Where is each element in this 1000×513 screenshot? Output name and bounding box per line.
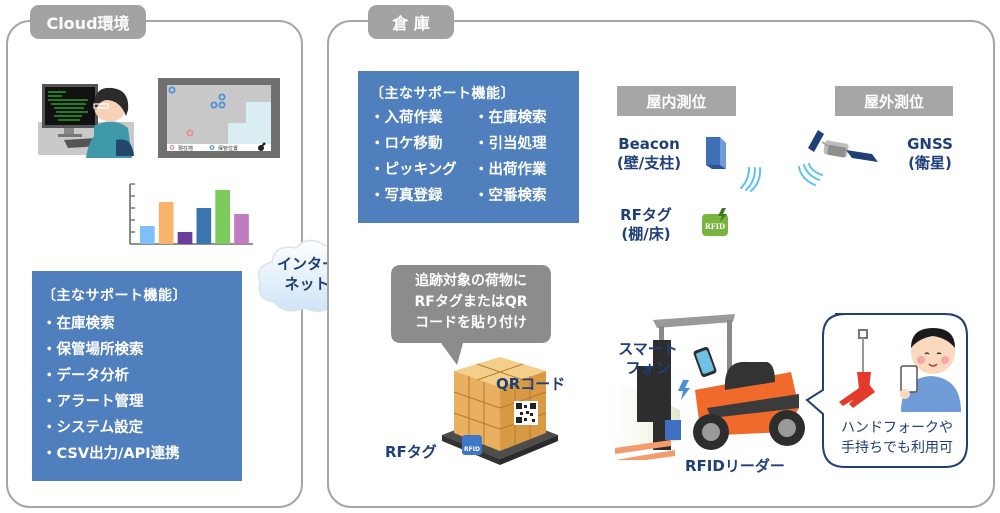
storage-marker <box>168 86 176 94</box>
storage-marker <box>218 93 226 101</box>
chart-bar-2 <box>158 202 174 244</box>
beacon-device-icon <box>704 135 728 171</box>
cloud-feature-item: ・データ分析 <box>42 368 129 384</box>
rfid-tag-badge: RFID <box>704 222 726 231</box>
chart-bar-1 <box>140 226 155 244</box>
outdoor-positioning-tag: 屋外測位 <box>835 86 953 116</box>
rfid-reader-icon <box>665 420 681 440</box>
monitor-screen <box>45 87 95 125</box>
internet-label-line1: インター <box>276 255 337 273</box>
bluetooth-link-icon <box>678 380 690 400</box>
satellite-icon <box>800 128 885 168</box>
cloud-feature-item: ・在庫検索 <box>42 316 115 332</box>
pallet-boxes-illustration: RFID <box>440 355 560 465</box>
warehouse-feature-item: ・出荷作業 <box>474 162 547 178</box>
rfid-tag-icon: RFID <box>700 206 732 238</box>
rftag-shelf-label: RFタグ (棚/床) <box>620 206 672 243</box>
chart-bar-3 <box>177 232 193 244</box>
pallet-rfid-badge: RFID <box>464 446 480 453</box>
outdoor-signal-waves-icon <box>797 163 827 191</box>
indoor-signal-waves-icon <box>735 160 765 192</box>
cloud-feature-item: ・システム設定 <box>42 420 144 436</box>
worker-with-phone-icon <box>900 328 961 412</box>
handheld-note-line1: ハンドフォークや <box>841 420 953 436</box>
chart-bar-5 <box>215 190 231 244</box>
pallet-rfid-tag-icon <box>462 435 482 455</box>
callout-line2: RFタグまたはQR <box>414 294 528 310</box>
location-map-screen: 現在地 保管位置 <box>158 78 280 158</box>
beacon-label: Beacon (壁/支柱) <box>616 135 682 172</box>
gnss-label: GNSS (衛星) <box>907 135 953 172</box>
cloud-feature-item: ・CSV出力/API連携 <box>42 446 180 462</box>
hand-pallet-truck-icon <box>839 329 875 408</box>
handheld-usage-bubble: ハンドフォークや 手持ちでも利用可 <box>805 312 970 470</box>
cloud-feature-item: ・アラート管理 <box>42 394 144 410</box>
smartphone-label: スマート フォン <box>618 340 678 377</box>
warehouse-panel-title: 倉 庫 <box>368 5 454 39</box>
internet-label-line2: ネット <box>284 275 330 293</box>
handheld-note-line2: 手持ちでも利用可 <box>841 440 953 456</box>
legend-storage: 保管位置 <box>218 145 238 152</box>
chart-bar-4 <box>196 208 212 244</box>
qr-code-label: QRコード <box>496 375 566 393</box>
warehouse-feature-item: ・写真登録 <box>370 188 443 204</box>
warehouse-features-header: 〔主なサポート機能〕 <box>370 86 515 102</box>
storage-marker <box>210 101 218 109</box>
callout-bubble: 追跡対象の荷物に RFタグまたはQR コードを貼り付け <box>391 265 551 365</box>
warehouse-feature-item: ・ピッキング <box>370 162 457 178</box>
cloud-features-box: 〔主なサポート機能〕 ・在庫検索 ・保管場所検索 ・データ分析 ・アラート管理 … <box>32 271 242 481</box>
indoor-positioning-tag: 屋内測位 <box>617 86 736 116</box>
rftag-pallet-label: RFタグ <box>385 443 437 461</box>
forklift-illustration <box>601 310 815 464</box>
warehouse-feature-item: ・ロケ移動 <box>370 136 443 152</box>
storage-marker <box>218 101 226 109</box>
warehouse-feature-item: ・入荷作業 <box>370 110 443 126</box>
cloud-features-header: 〔主なサポート機能〕 <box>42 288 187 304</box>
chart-bar-6 <box>234 214 249 244</box>
callout-line1: 追跡対象の荷物に <box>415 273 527 289</box>
warehouse-features-box: 〔主なサポート機能〕 ・入荷作業 ・ロケ移動 ・ピッキング ・写真登録 ・在庫検… <box>358 71 579 223</box>
cloud-panel-title: Cloud環境 <box>30 5 146 39</box>
legend-current: 現在地 <box>178 145 193 152</box>
cloud-feature-item: ・保管場所検索 <box>42 342 144 358</box>
warehouse-feature-item: ・引当処理 <box>474 136 547 152</box>
rfid-reader-label: RFIDリーダー <box>685 457 785 475</box>
analytics-bar-chart <box>125 180 255 250</box>
programmer-illustration <box>36 80 136 160</box>
warehouse-feature-item: ・空番検索 <box>474 188 547 204</box>
callout-line3: コードを貼り付け <box>415 315 527 331</box>
warehouse-feature-item: ・在庫検索 <box>474 110 547 126</box>
current-location-marker <box>186 129 194 137</box>
